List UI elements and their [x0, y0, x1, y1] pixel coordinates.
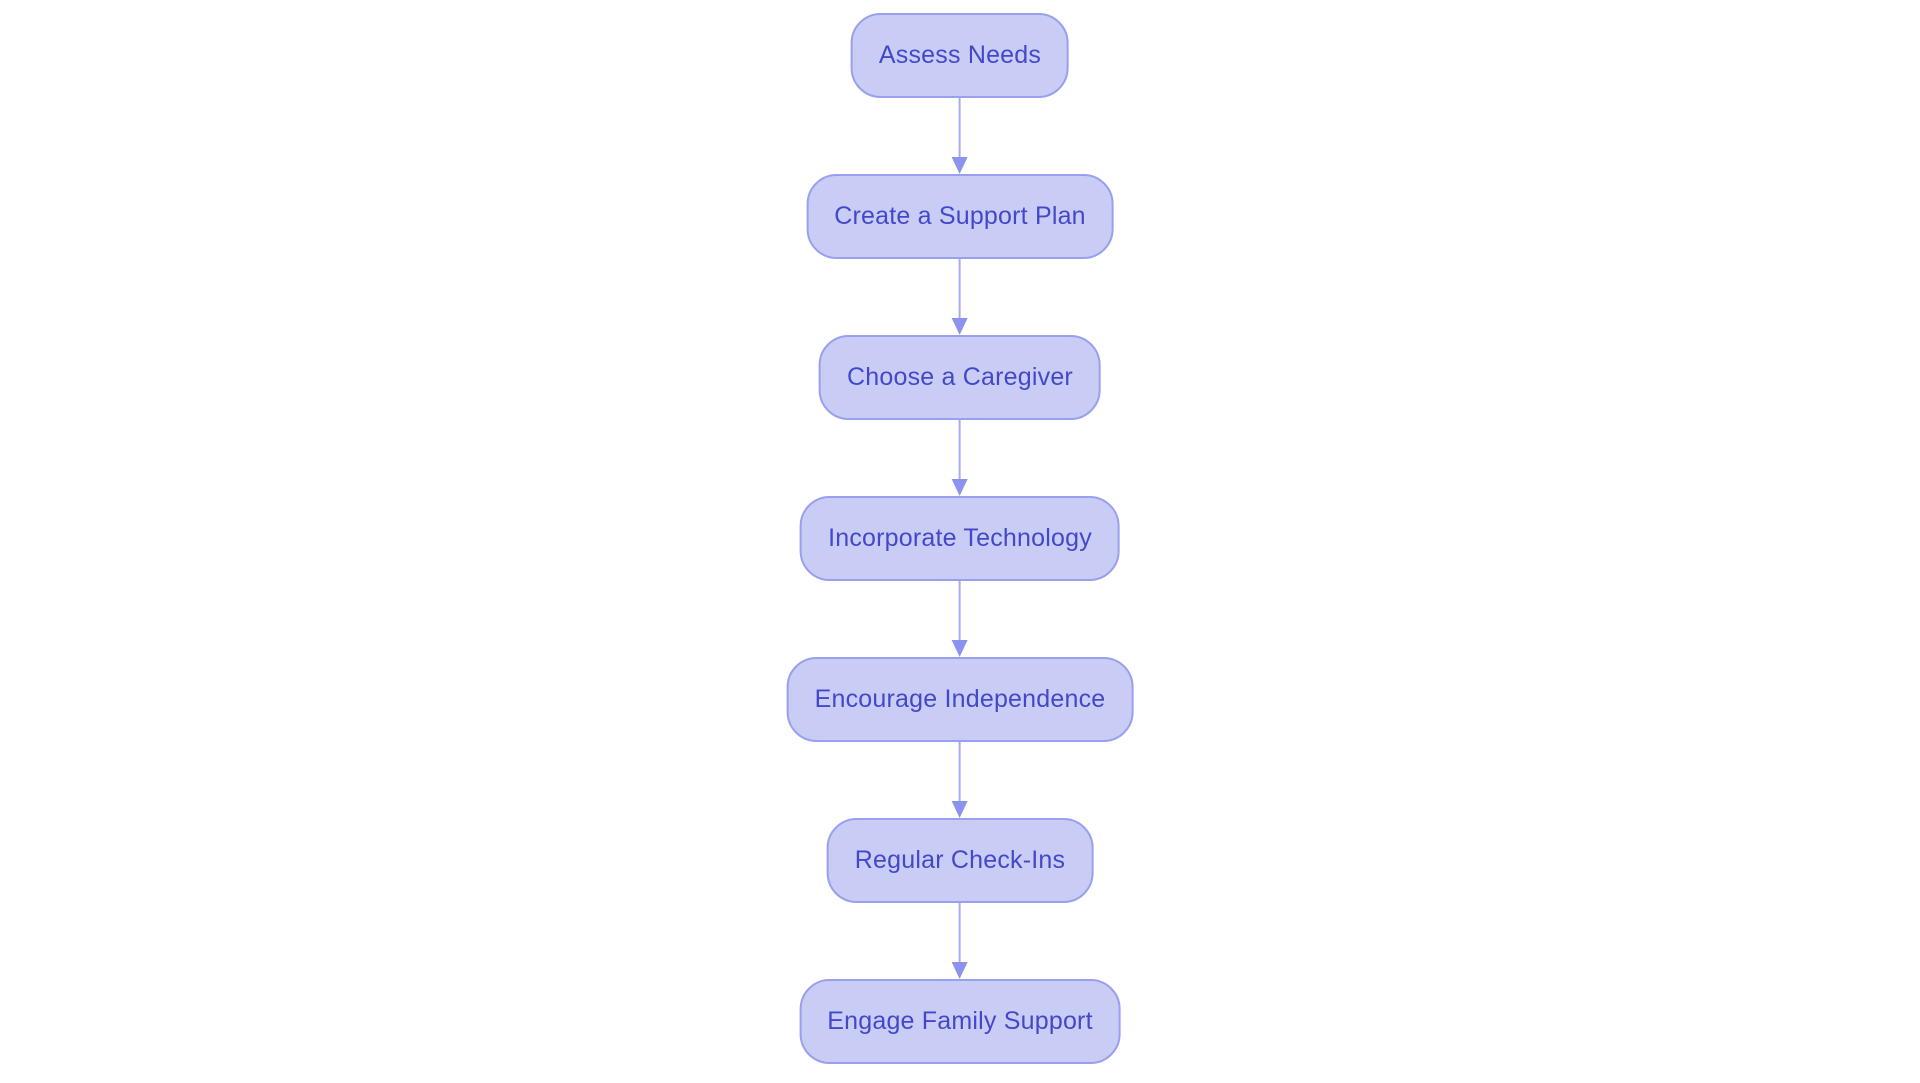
flow-node-incorporate-technology: Incorporate Technology [800, 496, 1120, 581]
flowchart: Assess Needs Create a Support Plan Choos… [786, 13, 1134, 1064]
arrow-down-icon [951, 479, 968, 496]
flow-node-assess-needs: Assess Needs [850, 13, 1070, 98]
arrow-line [958, 259, 961, 318]
flow-node-label: Choose a Caregiver [847, 363, 1073, 391]
flow-node-label: Assess Needs [878, 41, 1042, 69]
arrow-line [958, 420, 961, 479]
flow-node-label: Engage Family Support [827, 1007, 1093, 1035]
flow-node-encourage-independence: Encourage Independence [786, 657, 1134, 742]
flow-node-regular-check-ins: Regular Check-Ins [826, 818, 1094, 903]
flow-node-choose-caregiver: Choose a Caregiver [819, 335, 1101, 420]
flow-edge-4 [951, 581, 968, 657]
arrow-line [958, 742, 961, 801]
arrow-line [958, 98, 961, 157]
arrow-down-icon [951, 801, 968, 818]
arrow-down-icon [951, 157, 968, 174]
flow-edge-1 [951, 98, 968, 174]
flow-node-label: Create a Support Plan [834, 202, 1086, 230]
flow-edge-5 [951, 742, 968, 818]
arrow-line [958, 903, 961, 962]
flow-edge-6 [951, 903, 968, 979]
arrow-down-icon [951, 318, 968, 335]
arrow-down-icon [951, 640, 968, 657]
flow-edge-3 [951, 420, 968, 496]
flow-node-create-support-plan: Create a Support Plan [806, 174, 1114, 259]
flow-node-label: Incorporate Technology [828, 524, 1092, 552]
flow-edge-2 [951, 259, 968, 335]
flow-node-label: Encourage Independence [814, 685, 1106, 713]
flow-node-engage-family-support: Engage Family Support [799, 979, 1121, 1064]
arrow-line [958, 581, 961, 640]
flow-node-label: Regular Check-Ins [854, 846, 1066, 874]
arrow-down-icon [951, 962, 968, 979]
